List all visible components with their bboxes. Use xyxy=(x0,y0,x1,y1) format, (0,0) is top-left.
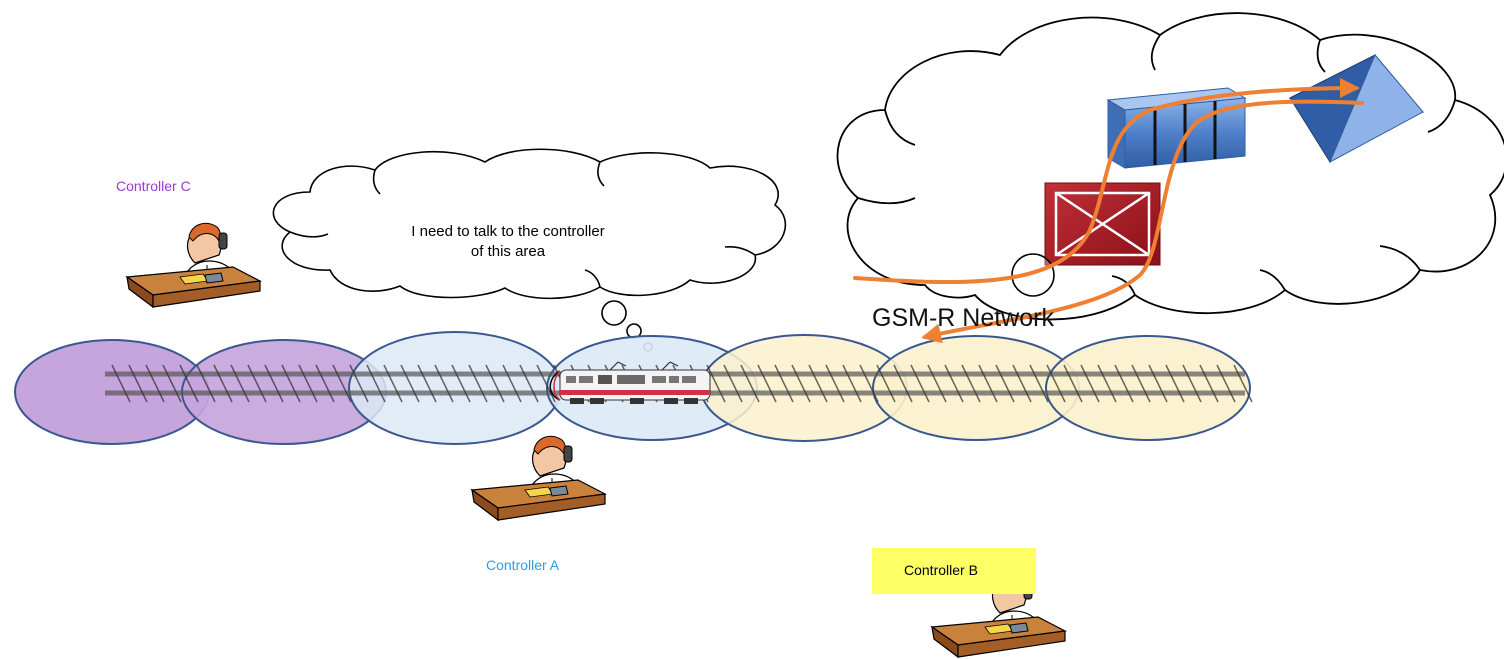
track-sleeper xyxy=(1063,364,1083,403)
track-sleeper xyxy=(383,364,403,403)
track-sleeper xyxy=(1029,364,1049,403)
track-sleeper xyxy=(740,364,760,403)
track-sleeper xyxy=(128,364,148,403)
track-sleeper xyxy=(910,364,930,403)
track-sleeper xyxy=(723,364,743,403)
server-rack-icon xyxy=(1106,87,1247,169)
network-label: GSM-R Network xyxy=(872,304,1054,332)
cell-b3 xyxy=(1045,335,1251,441)
controller-at-desk-icon xyxy=(125,222,262,309)
track-sleeper xyxy=(791,364,811,403)
track-sleeper xyxy=(859,364,879,403)
track-sleeper xyxy=(536,364,556,403)
track-sleeper xyxy=(1114,364,1134,403)
controller-c-desk xyxy=(125,222,262,309)
track-sleeper xyxy=(332,364,352,403)
track-sleeper xyxy=(978,364,998,403)
thought-dot-large xyxy=(601,300,627,326)
track-sleeper xyxy=(281,364,301,403)
track-sleeper xyxy=(995,364,1015,403)
thought-cloud xyxy=(272,148,787,300)
track-sleeper xyxy=(927,364,947,403)
train-icon xyxy=(549,361,711,404)
track-sleeper xyxy=(1216,364,1236,403)
track-sleeper xyxy=(1097,364,1117,403)
track-sleeper xyxy=(1080,364,1100,403)
track-sleeper xyxy=(247,364,267,403)
track-sleeper xyxy=(808,364,828,403)
thought-text-line2: of this area xyxy=(471,243,546,260)
track-sleeper xyxy=(1148,364,1168,403)
controller-at-desk-icon xyxy=(470,435,607,522)
connector-circle xyxy=(1011,253,1055,297)
track-sleeper xyxy=(298,364,318,403)
track-sleeper xyxy=(366,364,386,403)
call-path-arrows xyxy=(853,78,1364,344)
track-sleeper xyxy=(1012,364,1032,403)
track-sleeper xyxy=(1199,364,1219,403)
track-sleeper xyxy=(213,364,233,403)
track-sleeper xyxy=(179,364,199,403)
track-sleeper xyxy=(1046,364,1066,403)
controller-a-label: Controller A xyxy=(486,557,560,573)
track-sleeper xyxy=(706,364,726,403)
track-sleeper xyxy=(519,364,539,403)
track-sleeper xyxy=(485,364,505,403)
track-sleeper xyxy=(944,364,964,403)
track-sleeper xyxy=(264,364,284,403)
track-sleeper xyxy=(111,364,131,403)
track-sleeper xyxy=(196,364,216,403)
track-sleeper xyxy=(434,364,454,403)
track-sleeper xyxy=(757,364,777,403)
track-sleeper xyxy=(1233,364,1253,403)
track-sleeper xyxy=(502,364,522,403)
track-sleeper xyxy=(961,364,981,403)
track-sleeper xyxy=(1165,364,1185,403)
track-sleeper xyxy=(162,364,182,403)
thought-text-line1: I need to talk to the controller xyxy=(411,223,604,240)
controller-a-desk xyxy=(470,435,607,522)
track-sleeper xyxy=(145,364,165,403)
track-sleeper xyxy=(842,364,862,403)
track-sleeper xyxy=(825,364,845,403)
track-sleeper xyxy=(230,364,250,403)
track-sleeper xyxy=(400,364,420,403)
track-sleeper xyxy=(417,364,437,403)
track-sleeper xyxy=(315,364,335,403)
controller-b-label: Controller B xyxy=(904,562,978,578)
track-sleeper xyxy=(468,364,488,403)
track-sleeper xyxy=(893,364,913,403)
cell-a1 xyxy=(348,331,562,445)
track-sleeper xyxy=(349,364,369,403)
track-sleeper xyxy=(774,364,794,403)
controller-c-label: Controller C xyxy=(116,178,191,194)
call-path-outgoing xyxy=(853,78,1360,285)
track-sleeper xyxy=(876,364,896,403)
controller-b-highlight xyxy=(872,548,1036,594)
call-path-return xyxy=(921,99,1364,344)
track-sleeper xyxy=(451,364,471,403)
track-sleeper xyxy=(1182,364,1202,403)
track-sleeper xyxy=(1131,364,1151,403)
